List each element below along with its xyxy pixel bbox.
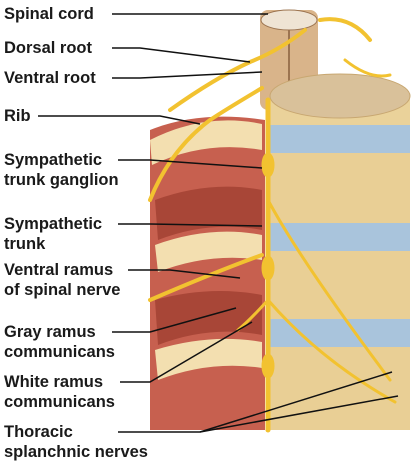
label-sympathetic-trunk-ganglion: Sympathetic trunk ganglion	[4, 150, 119, 190]
leader-sympathetic-trunk	[118, 223, 263, 227]
splanchnic-nerve	[266, 198, 392, 382]
label-ventral-root: Ventral root	[4, 68, 96, 88]
label-line: Ventral ramus	[4, 261, 114, 279]
leader-rib	[38, 115, 201, 125]
disc	[270, 125, 410, 153]
rib	[155, 338, 262, 380]
vertebral-body	[270, 153, 410, 223]
sympathetic-trunk-ganglion	[261, 255, 275, 281]
label-line: Gray ramus	[4, 323, 96, 341]
label-ventral-ramus: Ventral ramus of spinal nerve	[4, 260, 120, 300]
label-line: of spinal nerve	[4, 281, 121, 299]
ventral-ramus-nerve	[148, 253, 264, 302]
leader-splanchnic-2	[199, 395, 399, 433]
label-gray-ramus: Gray ramus communicans	[4, 322, 115, 362]
leader-white-ramus	[120, 321, 253, 383]
label-line: Sympathetic	[4, 215, 103, 233]
label-spinal-cord: Spinal cord	[4, 4, 94, 24]
label-line: trunk	[4, 235, 46, 253]
label-splanchnic-nerves: Thoracic splanchnic nerves	[4, 422, 148, 462]
label-line: White ramus	[4, 373, 104, 391]
nerve-root	[343, 58, 392, 78]
label-line: Thoracic	[4, 423, 73, 441]
label-line: trunk ganglion	[4, 171, 119, 189]
label-sympathetic-trunk: Sympathetic trunk	[4, 214, 102, 254]
label-rib: Rib	[4, 106, 31, 126]
rib	[155, 231, 262, 272]
sympathetic-trunk-ganglion	[261, 353, 275, 379]
label-dorsal-root: Dorsal root	[4, 38, 92, 58]
label-line: Ventral root	[4, 69, 96, 87]
nerve-root	[318, 17, 372, 42]
label-line: splanchnic nerves	[4, 443, 148, 461]
leader-dorsal-root	[112, 47, 251, 63]
leader-gray-ramus	[112, 307, 237, 333]
disc	[270, 223, 410, 251]
label-white-ramus: White ramus communicans	[4, 372, 115, 412]
leader-sympathetic-ganglion	[118, 159, 263, 169]
leader-lines	[38, 13, 399, 433]
label-line: Dorsal root	[4, 39, 93, 57]
disc	[270, 319, 410, 347]
vertebral-top	[269, 73, 411, 119]
label-line: Spinal cord	[4, 5, 94, 23]
label-line: Sympathetic	[4, 151, 103, 169]
label-line: communicans	[4, 343, 115, 361]
spinal-nerve	[148, 86, 264, 202]
vertebral-body	[270, 251, 410, 319]
sympathetic-trunk-ganglion	[261, 152, 275, 178]
leader-ventral-root	[112, 71, 263, 79]
spinal-cord-section	[260, 9, 318, 31]
label-line: communicans	[4, 393, 115, 411]
leader-ventral-ramus	[128, 269, 241, 279]
intercostal-muscle-shade	[155, 186, 262, 240]
splanchnic-nerve	[266, 298, 397, 404]
label-line: Rib	[4, 107, 31, 125]
